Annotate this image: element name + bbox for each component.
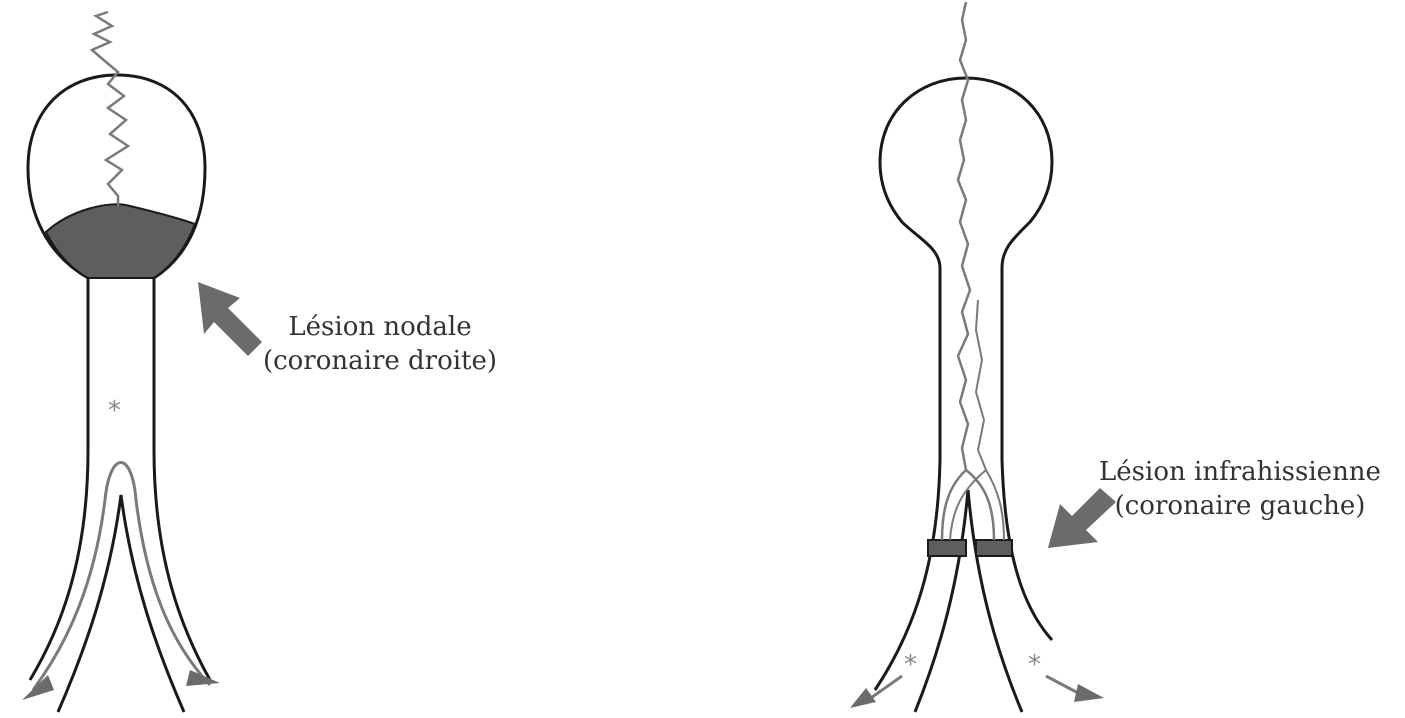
right-escape-left-line xyxy=(868,676,902,700)
right-escape-asterisk-right: * xyxy=(1028,652,1041,678)
label-nodal-lesion: Lésion nodale (coronaire droite) xyxy=(250,310,510,378)
left-heart-schema xyxy=(22,12,262,712)
left-escape-arrow-right xyxy=(186,670,220,686)
label-infra-line1: Lésion infrahissienne xyxy=(1085,455,1395,489)
right-escape-asterisk-left: * xyxy=(904,652,917,678)
label-nodal-line1: Lésion nodale xyxy=(250,310,510,344)
right-impulse-path-2 xyxy=(976,300,986,470)
label-infra-line2: (coronaire gauche) xyxy=(1085,489,1395,523)
left-impulse-path xyxy=(92,12,128,206)
right-his-trunk-right xyxy=(1002,268,1052,640)
right-his-trunk-left xyxy=(875,268,940,690)
left-nodal-lesion xyxy=(46,204,195,278)
left-his-trunk-right xyxy=(154,278,210,680)
right-impulse-path xyxy=(958,2,970,470)
label-infrahissienne-lesion: Lésion infrahissienne (coronaire gauche) xyxy=(1085,455,1395,523)
right-lesion-bar-left xyxy=(928,540,966,556)
left-escape-asterisk: * xyxy=(108,398,121,424)
left-his-trunk-left xyxy=(30,278,88,680)
right-lesion-bar-right xyxy=(976,540,1012,556)
left-bifurcation xyxy=(58,495,184,712)
right-heart-schema xyxy=(850,2,1116,712)
right-escape-arrow-left xyxy=(850,688,876,708)
left-escape-arrow-left xyxy=(22,675,54,700)
label-nodal-line2: (coronaire droite) xyxy=(250,344,510,378)
right-escape-right-line xyxy=(1046,676,1080,694)
right-escape-arrow-right xyxy=(1074,684,1104,702)
